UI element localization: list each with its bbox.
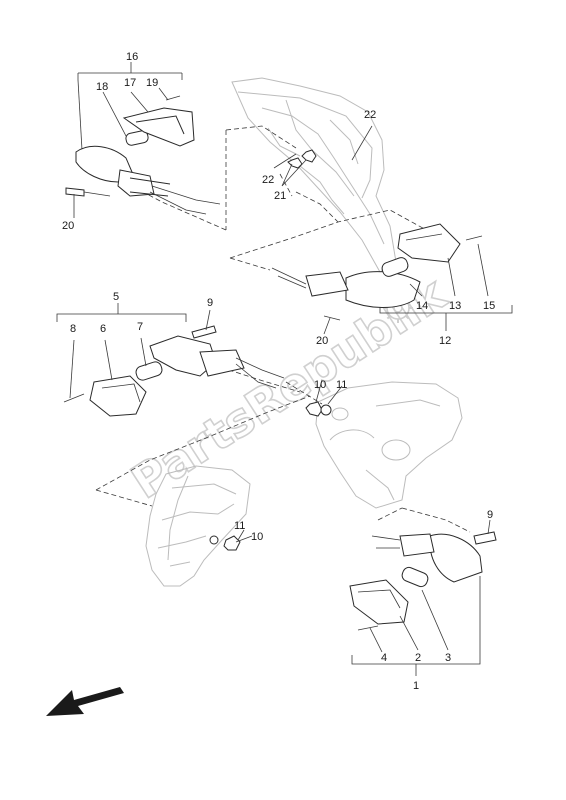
front-direction-arrow-icon bbox=[46, 687, 124, 716]
label-15: 15 bbox=[483, 300, 495, 312]
label-4: 4 bbox=[381, 652, 387, 664]
label-9-top: 9 bbox=[207, 297, 213, 309]
label-11-bottom: 11 bbox=[234, 520, 245, 532]
label-20-top: 20 bbox=[62, 220, 74, 232]
label-12: 12 bbox=[439, 335, 451, 347]
flasher-assembly-1 bbox=[349, 531, 497, 631]
label-3: 3 bbox=[445, 652, 451, 664]
label-11-mid: 11 bbox=[336, 379, 347, 391]
label-22-left: 22 bbox=[262, 174, 274, 186]
bracket-1 bbox=[351, 576, 481, 676]
fender-ghost bbox=[315, 381, 463, 509]
bracket-12 bbox=[379, 305, 513, 331]
label-21: 21 bbox=[274, 190, 286, 202]
flasher-assembly-16 bbox=[65, 95, 221, 215]
leader-lines bbox=[69, 87, 491, 653]
label-14: 14 bbox=[416, 300, 428, 312]
label-6: 6 bbox=[100, 323, 106, 335]
label-17: 17 bbox=[124, 77, 136, 89]
label-8: 8 bbox=[70, 323, 76, 335]
label-5: 5 bbox=[113, 291, 119, 303]
label-13: 13 bbox=[449, 300, 461, 312]
label-16: 16 bbox=[126, 51, 138, 63]
label-7: 7 bbox=[137, 321, 143, 333]
label-10-mid: 10 bbox=[314, 379, 326, 391]
flasher-assembly-5 bbox=[63, 325, 285, 417]
nuts bbox=[209, 149, 332, 551]
bracket-5 bbox=[56, 303, 187, 322]
assembly-lines bbox=[95, 125, 471, 533]
label-9-bottom: 9 bbox=[487, 509, 493, 521]
part-labels: 16 18 17 19 20 22 22 21 5 9 8 6 7 14 13 … bbox=[62, 51, 495, 692]
label-19: 19 bbox=[146, 77, 158, 89]
label-1: 1 bbox=[413, 680, 419, 692]
label-2: 2 bbox=[415, 652, 421, 664]
flasher-assembly-12 bbox=[271, 223, 483, 321]
rear-frame-ghost bbox=[231, 77, 397, 273]
label-20-mid: 20 bbox=[316, 335, 328, 347]
front-cowl-ghost bbox=[145, 465, 251, 587]
label-10-bottom: 10 bbox=[251, 531, 263, 543]
label-18: 18 bbox=[96, 81, 108, 93]
label-22-right: 22 bbox=[364, 109, 376, 121]
bracket-16 bbox=[77, 62, 183, 151]
